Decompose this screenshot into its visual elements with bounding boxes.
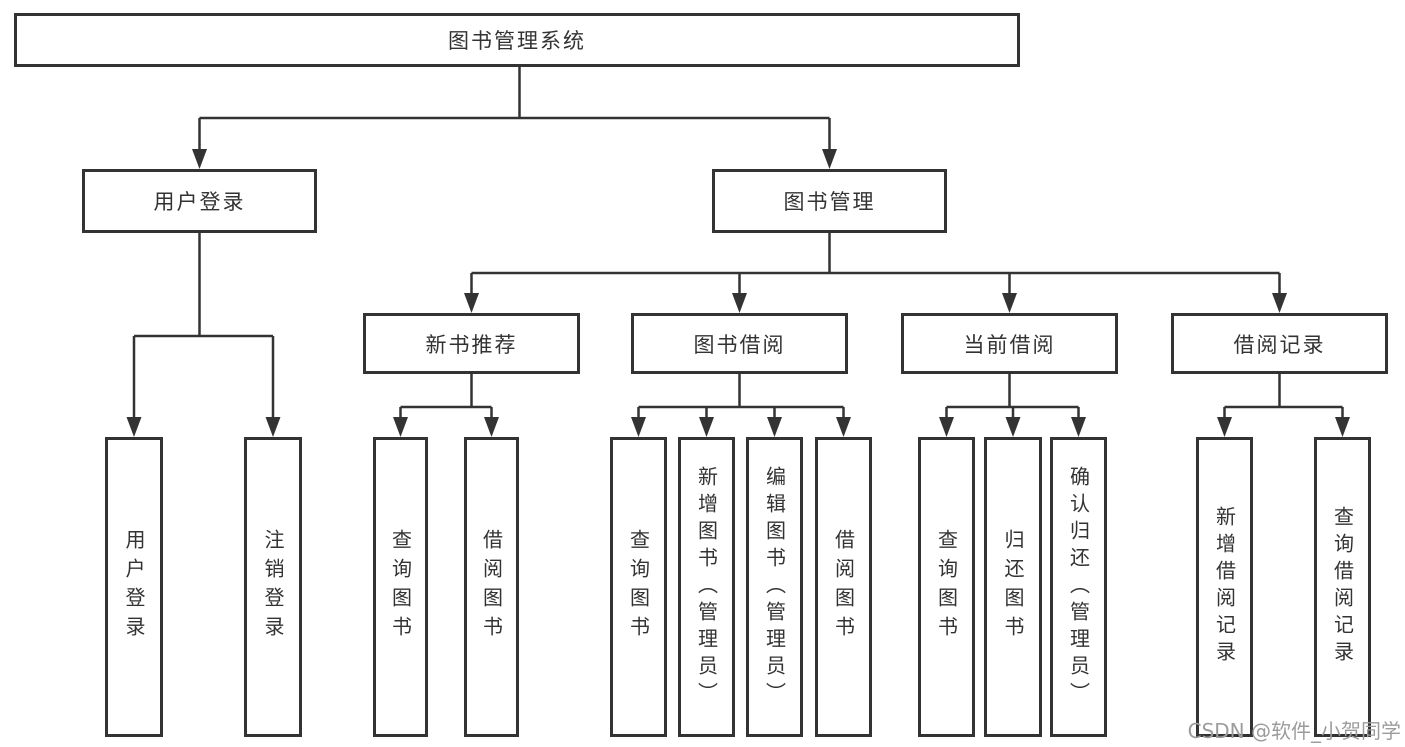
leaf-recommend-borrow-books: 借阅图书 bbox=[464, 437, 519, 737]
leaf-confirm-return-admin: 确认归还（管理员） bbox=[1050, 437, 1107, 737]
node-user-login: 用户登录 bbox=[82, 169, 317, 233]
leaf-borrow-books: 借阅图书 bbox=[815, 437, 872, 737]
node-borrow-records: 借阅记录 bbox=[1171, 313, 1388, 374]
node-book-management: 图书管理 bbox=[712, 169, 947, 233]
node-book-borrow: 图书借阅 bbox=[631, 313, 848, 374]
connector-lines bbox=[132, 67, 1344, 418]
leaf-logout: 注销登录 bbox=[244, 437, 302, 737]
node-new-book-recommend: 新书推荐 bbox=[363, 313, 580, 374]
watermark: CSDN @软件_小贺同学 bbox=[1187, 719, 1401, 743]
node-current-borrow: 当前借阅 bbox=[901, 313, 1118, 374]
leaf-current-query-books: 查询图书 bbox=[918, 437, 975, 737]
leaf-query-borrow-record: 查询借阅记录 bbox=[1314, 437, 1371, 737]
leaf-borrow-query-books: 查询图书 bbox=[610, 437, 667, 737]
leaf-add-books-admin: 新增图书（管理员） bbox=[678, 437, 735, 737]
leaf-user-login: 用户登录 bbox=[105, 437, 163, 737]
leaf-edit-books-admin: 编辑图书（管理员） bbox=[746, 437, 803, 737]
leaf-add-borrow-record: 新增借阅记录 bbox=[1196, 437, 1253, 737]
connector-arrowheads bbox=[126, 149, 1350, 437]
node-root: 图书管理系统 bbox=[14, 13, 1020, 67]
leaf-return-books: 归还图书 bbox=[984, 437, 1042, 737]
leaf-recommend-query-books: 查询图书 bbox=[373, 437, 428, 737]
